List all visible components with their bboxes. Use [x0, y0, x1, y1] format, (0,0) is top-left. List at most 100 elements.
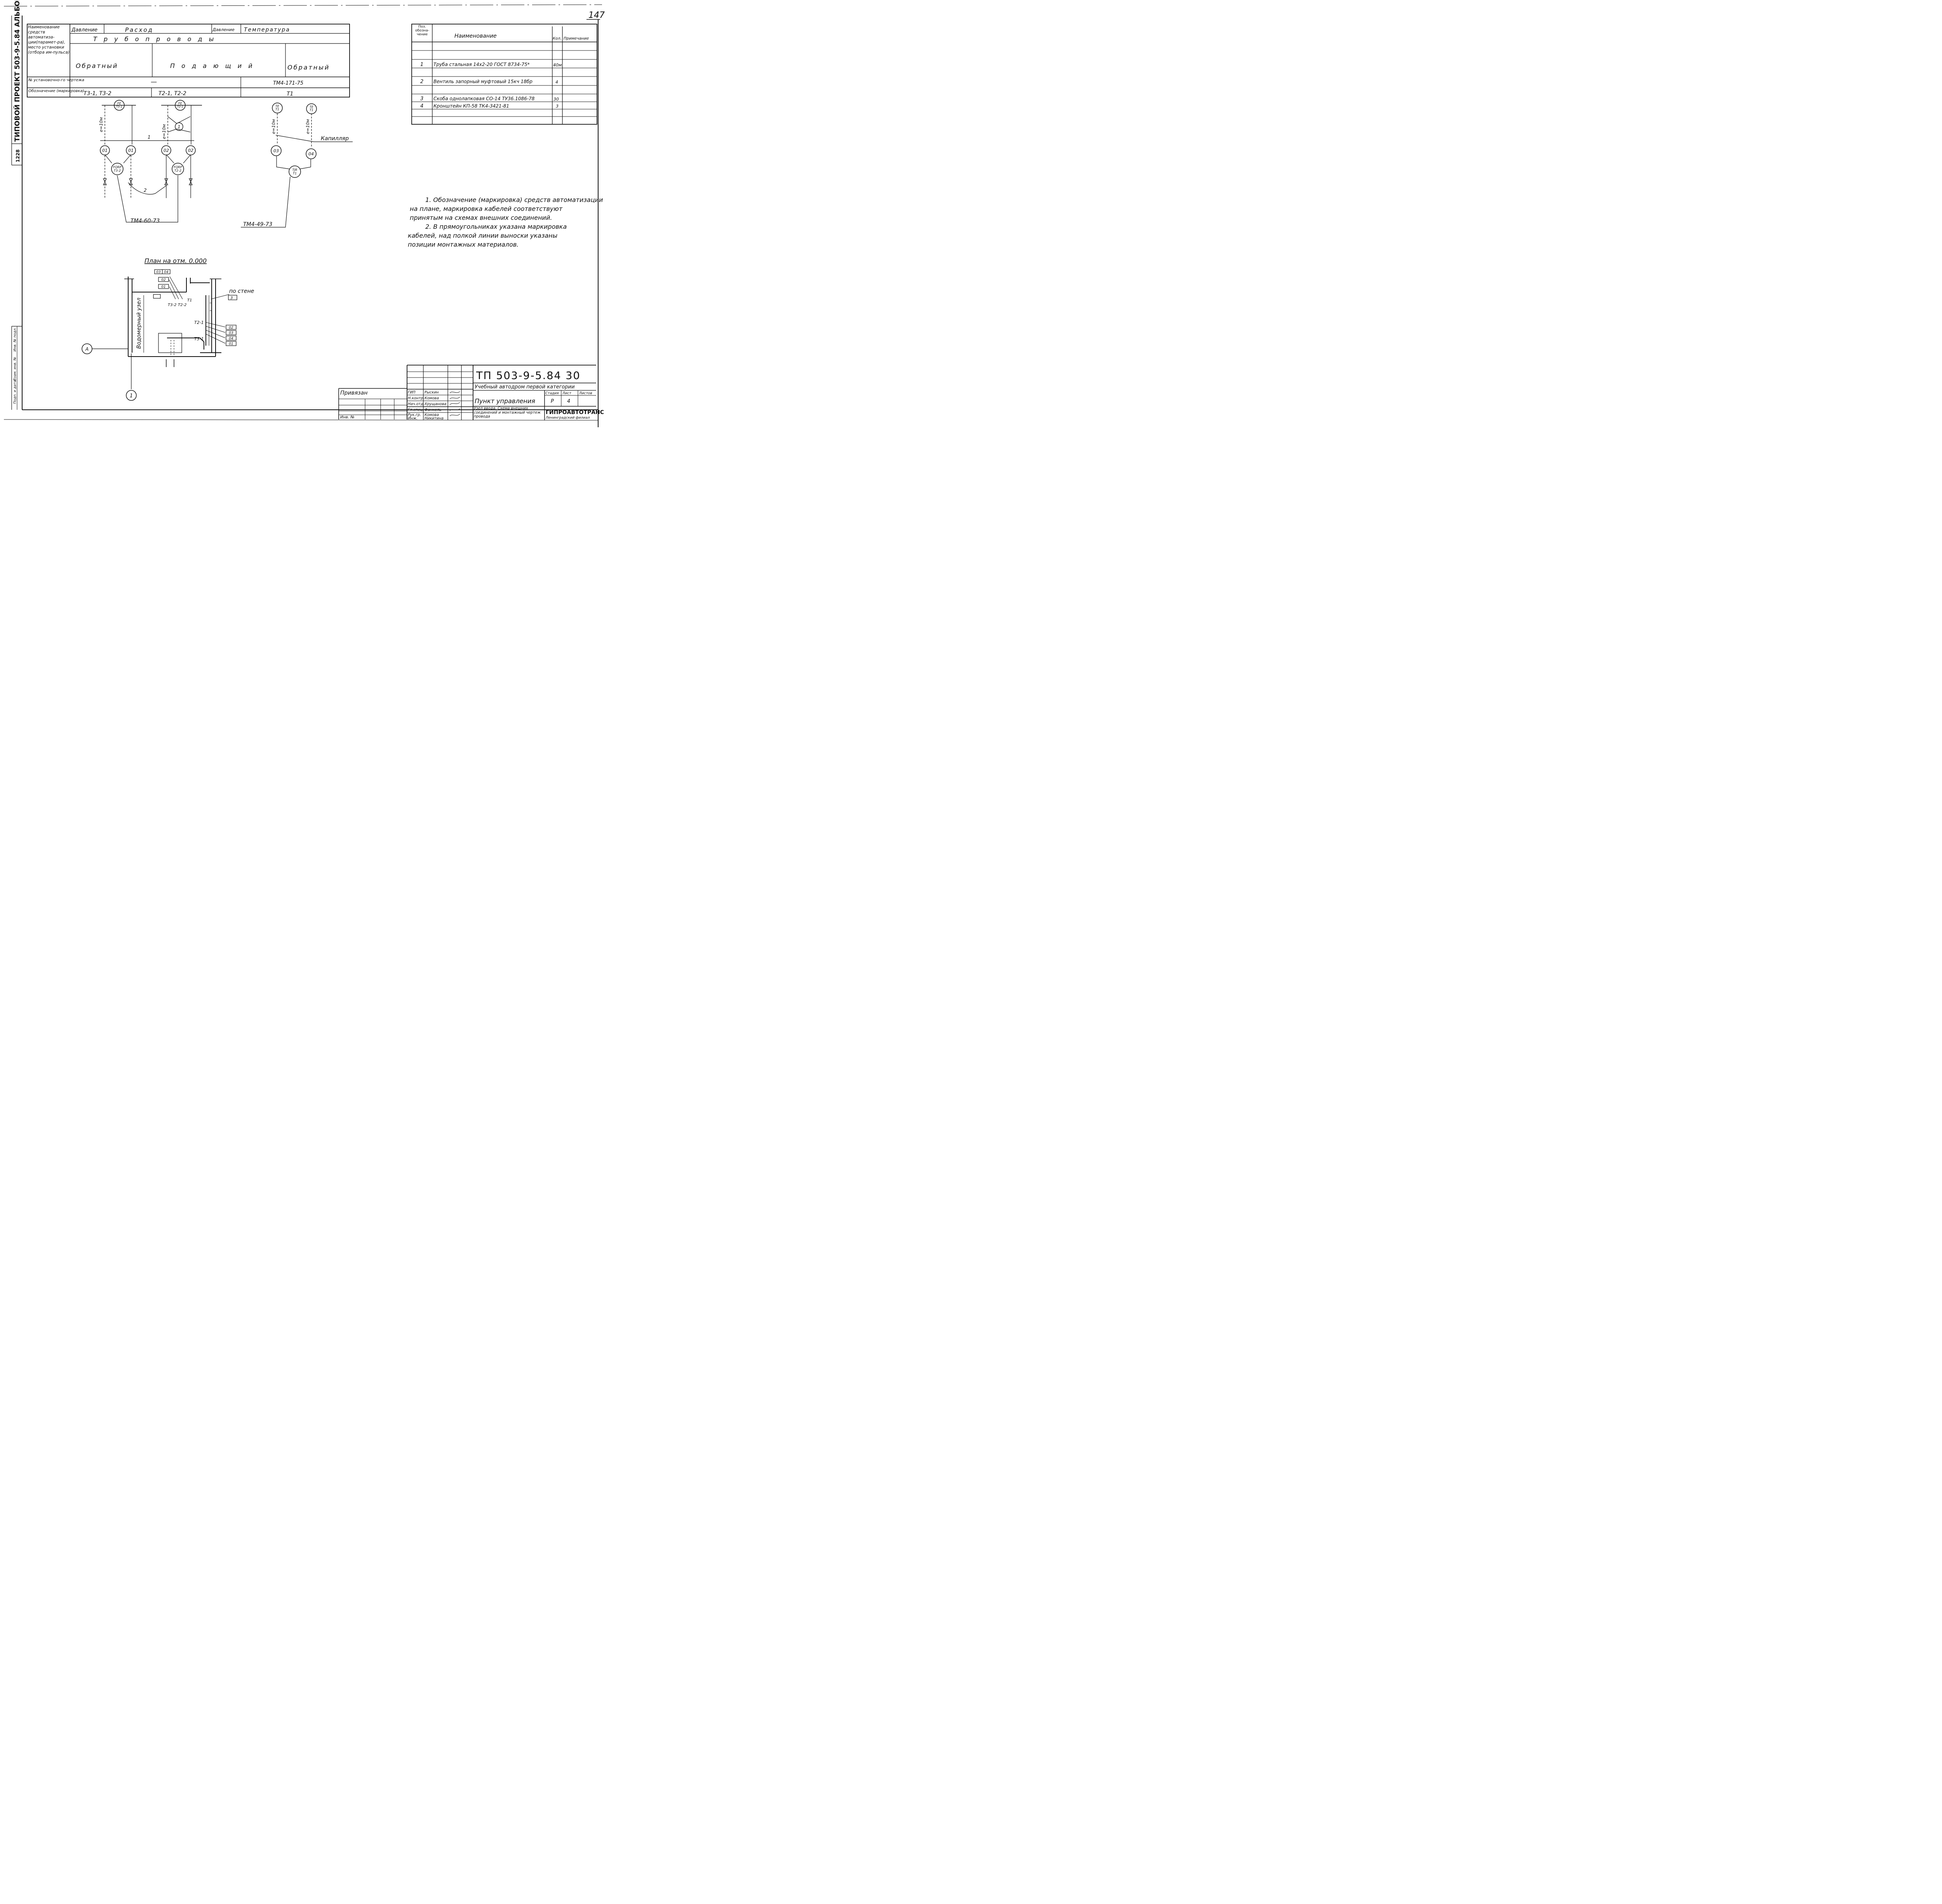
table-row-header: Наименование средств автоматиза-ции(пара…: [28, 25, 70, 55]
svg-text:01: 01: [128, 148, 134, 153]
svg-text:Т2-2: Т2-2: [174, 169, 181, 172]
note-line-1: 1. Обозначение (маркировка) средств авто…: [425, 196, 603, 204]
svg-text:1: 1: [178, 124, 181, 129]
drawing-sheet: ТИПОВОЙ ПРОЕКТ 503-9-5.84 АЛЬБОМ I 1228 …: [3, 0, 605, 427]
param-pressure-2: Давление: [212, 27, 235, 32]
plan-right-tag-03: 03: [226, 330, 237, 335]
te-instrument-1: TE Т1: [272, 103, 283, 113]
fe-instrument-1: FE Т3-1: [114, 100, 125, 111]
fqrp-instrument-2: FQRP Т2-2: [172, 163, 184, 175]
signatures: [449, 391, 460, 416]
stage-label: Стадия: [545, 392, 559, 395]
name-6: Никитина: [425, 416, 444, 421]
svg-text:1: 1: [130, 393, 133, 399]
svg-text:01: 01: [161, 285, 165, 289]
role-2: Н.контр.: [408, 396, 425, 400]
mat-row-4-pos: 4: [420, 103, 423, 109]
install-drawing-dash: —: [151, 78, 157, 85]
svg-text:04: 04: [229, 337, 233, 341]
mat-row-2-name: Вентиль запорный муфтовый 15кч 18бр: [433, 79, 532, 84]
mat-row-1-qty: 40м: [553, 63, 562, 68]
name-2: Комова: [425, 396, 439, 400]
note-line-4: 2. В прямоугольниках указана маркировка: [425, 223, 567, 230]
length-label-2: е=10м: [162, 124, 167, 139]
install-drawing-label: № установочно-го чертежа: [28, 78, 84, 82]
install-drawing-value: ТМ4-171-75: [273, 80, 303, 86]
privyazan-label: Привязан: [340, 390, 367, 396]
svg-text:Т3-1: Т3-1: [116, 105, 122, 108]
svg-text:02: 02: [164, 148, 169, 153]
notes-block: 1. Обозначение (маркировка) средств авто…: [408, 196, 603, 248]
org-branch: Ленинградский филиал: [545, 416, 590, 420]
svg-text:FE: FE: [178, 102, 183, 105]
role-1: ГИП: [408, 390, 416, 395]
name-5: Комова: [425, 413, 439, 417]
org-name: ГИПРОАВТОТРАНС: [546, 409, 604, 416]
plan-room-name: Водомерный узел: [136, 298, 142, 349]
col-qty-header: Кол.: [553, 37, 562, 41]
pipe-return-2: Обратный: [287, 64, 330, 71]
plan-right-tag-01: 01: [226, 341, 237, 346]
note-line-3: принятым на схемах внешних соединений.: [410, 214, 552, 221]
note-line-2: на плане, маркировка кабелей соответству…: [410, 205, 563, 212]
mat-row-2-qty: 4: [555, 80, 558, 85]
temp-schematic: [241, 113, 353, 228]
sheet-number: 147: [588, 10, 605, 20]
mat-row-3-name: Скоба однолапковая СО-14 ТУ36.1086-78: [433, 96, 535, 101]
inv-no-label: Инв. №: [340, 415, 355, 419]
svg-text:03: 03: [156, 270, 161, 274]
length-label-3: е=10м: [271, 119, 276, 134]
drawing-name: Узел ввода. Схема внешних соединений и м…: [474, 407, 541, 419]
name-3: Хрущанова: [424, 402, 447, 406]
svg-text:FQRP: FQRP: [174, 165, 182, 169]
col-pos-header: Поз. обозна-чение: [415, 25, 429, 37]
ref-drawing-1: ТМ4-60-73: [131, 218, 160, 224]
flow-schematic: [100, 105, 202, 223]
svg-text:3: 3: [230, 296, 233, 300]
length-label-4: е=10м: [305, 119, 310, 134]
position-bubble-1: 1: [175, 122, 183, 131]
svg-text:04: 04: [308, 151, 314, 157]
plan-label-t1: Т1: [187, 298, 192, 303]
automation-table: [27, 24, 350, 97]
side-label-2: Взам. инв. №: [13, 357, 17, 381]
svg-text:TE: TE: [275, 104, 280, 108]
marking-3: Т1: [287, 91, 293, 97]
plan-tag-02: 02: [158, 277, 169, 282]
svg-text:Т1: Т1: [310, 108, 313, 112]
plan-title: План на отм. 0.000: [144, 257, 207, 265]
pipe-return-1: Обратный: [76, 62, 118, 70]
tjr-instrument: TJR Т1: [289, 165, 301, 178]
pipe-supply: П о д а ю щ и й: [170, 62, 255, 70]
sheets-label: Листов: [579, 392, 592, 395]
note-line-6: позиции монтажных материалов.: [408, 241, 519, 248]
svg-text:FE: FE: [117, 102, 122, 105]
svg-text:Т1: Т1: [293, 172, 297, 175]
stage-value: Р: [551, 399, 554, 404]
plan-right-tag-02: 02: [226, 325, 237, 330]
param-flow: Расход: [125, 26, 153, 33]
plan-on-wall: по стене: [229, 288, 254, 294]
svg-text:04: 04: [164, 270, 169, 274]
svg-text:03: 03: [229, 331, 233, 335]
role-5: Рук.гр.: [408, 413, 421, 417]
sheet-value: 4: [567, 399, 570, 404]
cable-bubble-04: 04: [306, 148, 317, 159]
mat-row-2-pos: 2: [420, 79, 423, 85]
mat-row-3-qty: 30: [553, 97, 559, 102]
mat-row-4-qty: 3: [556, 104, 559, 109]
title-block: [338, 365, 596, 420]
plan-on-wall-position: 3: [228, 295, 237, 300]
name-1: Рыскин: [425, 390, 439, 395]
plan-label-t22: Т2-2: [178, 303, 186, 307]
role-4: Гл.спец.: [408, 408, 424, 412]
plan-tag-03-04: 03 04: [154, 269, 171, 274]
capillary-label: Капилляр: [321, 136, 349, 142]
svg-text:FQRP: FQRP: [113, 165, 121, 169]
album-stamp: ТИПОВОЙ ПРОЕКТ 503-9-5.84 АЛЬБОМ I: [13, 0, 21, 142]
svg-text:01: 01: [229, 342, 233, 346]
cable-bubble-02b: 02: [186, 145, 196, 155]
materials-table: [411, 24, 597, 125]
marking-label: Обозначение (маркировка): [28, 89, 84, 93]
svg-text:02: 02: [161, 278, 166, 282]
